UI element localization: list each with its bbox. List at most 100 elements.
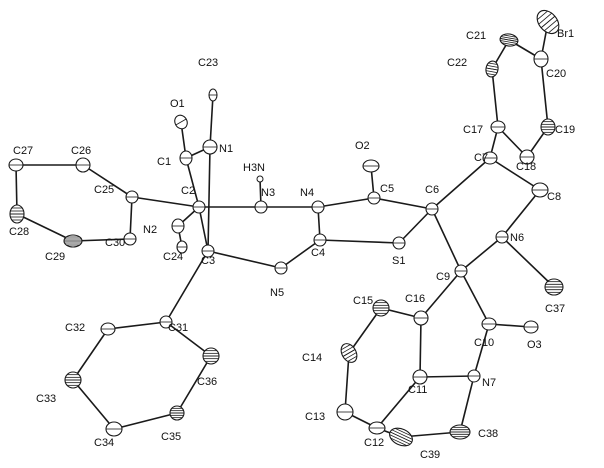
atom-c23 xyxy=(208,88,218,102)
atom-label-c19: C19 xyxy=(555,124,575,136)
atom-c9 xyxy=(454,264,468,278)
bond-c34-c35 xyxy=(113,412,178,430)
ellipsoid-hatch xyxy=(544,19,558,32)
atom-c21 xyxy=(499,33,519,47)
ellipsoid-hatch xyxy=(340,344,351,351)
bond-c30-c25 xyxy=(129,196,133,240)
atom-c38 xyxy=(449,424,471,440)
atom-label-o1: O1 xyxy=(170,98,185,110)
ellipsoid-hatch xyxy=(486,73,496,76)
atom-c4 xyxy=(313,233,327,247)
atom-c37 xyxy=(544,278,564,296)
atom-label-c23: C23 xyxy=(198,57,218,69)
atom-c15 xyxy=(372,299,390,317)
atom-label-c29: C29 xyxy=(45,251,65,263)
atom-label-n4: N4 xyxy=(300,187,314,199)
atom-label-c9: C9 xyxy=(436,271,450,283)
atom-label-c16: C16 xyxy=(405,293,425,305)
bond-c6-c9 xyxy=(431,208,462,272)
atom-label-c22: C22 xyxy=(447,57,467,69)
bond-n7-c38 xyxy=(459,375,475,433)
atom-c12 xyxy=(368,421,386,435)
atom-o1 xyxy=(174,114,188,130)
atom-label-n1: N1 xyxy=(219,143,233,155)
atom-c1 xyxy=(179,150,193,166)
ellipsoid-hatch xyxy=(347,355,358,362)
bond-c31-c32 xyxy=(107,321,167,330)
atom-label-c17: C17 xyxy=(463,124,483,136)
ellipsoid-hatch xyxy=(389,431,413,443)
bond-c9-c16 xyxy=(420,270,462,319)
bond-c7-c6 xyxy=(431,157,491,210)
atom-label-c18: C18 xyxy=(516,161,536,173)
ellipsoid-hatch xyxy=(537,10,548,20)
atom-c11 xyxy=(412,369,428,385)
atom-label-c13: C13 xyxy=(305,411,325,423)
atom-label-br1: Br1 xyxy=(557,28,574,40)
bond-c28-c29 xyxy=(16,213,74,242)
atom-o2 xyxy=(362,159,380,173)
atom-label-c5: C5 xyxy=(380,183,394,195)
atom-label-n3: N3 xyxy=(261,187,275,199)
bond-c9-c10 xyxy=(460,270,490,325)
atom-label-n2: N2 xyxy=(143,224,157,236)
ellipsoid-hatch xyxy=(486,67,498,71)
atom-h3n xyxy=(256,175,264,183)
bond-c22-c17 xyxy=(491,68,499,128)
bond-c36-c31 xyxy=(165,321,212,357)
atom-c30 xyxy=(123,232,137,246)
atom-label-c6: C6 xyxy=(425,184,439,196)
ellipsoid-hatch xyxy=(540,15,556,29)
atom-label-n5: N5 xyxy=(270,287,284,299)
bond-n1-c23 xyxy=(209,94,214,148)
atom-n3 xyxy=(254,200,268,214)
atom-label-n6: N6 xyxy=(510,232,524,244)
atom-c8 xyxy=(531,182,549,198)
atom-n5 xyxy=(274,261,288,275)
atom-c33 xyxy=(64,371,82,389)
ellipsoid-axis xyxy=(175,118,187,126)
ellipsoid-hatch xyxy=(501,42,515,46)
atom-c36 xyxy=(202,347,220,365)
atom-c3 xyxy=(201,244,215,258)
bond-c11-c16 xyxy=(419,317,422,378)
atom-c28 xyxy=(9,204,25,224)
atom-c13 xyxy=(336,403,354,421)
atom-n6 xyxy=(495,230,509,244)
atom-c26 xyxy=(75,157,91,173)
atom-label-o3: O3 xyxy=(527,339,542,351)
atom-label-c2: C2 xyxy=(181,185,195,197)
ellipsoid-hatch xyxy=(548,24,559,34)
atom-n4 xyxy=(311,200,325,214)
atom-label-c11: C11 xyxy=(408,384,427,396)
bond-c8-n6 xyxy=(501,189,541,238)
atom-s1 xyxy=(392,236,406,250)
bond-c2-c1 xyxy=(185,157,200,208)
bond-c6-c5 xyxy=(373,197,433,210)
atom-label-c24: C24 xyxy=(163,251,183,263)
bond-n7-c11 xyxy=(419,375,475,378)
atom-label-c25: C25 xyxy=(94,184,114,196)
bond-c5-n4 xyxy=(317,197,375,208)
atom-c7 xyxy=(482,151,498,165)
atom-label-c26: C26 xyxy=(71,145,91,157)
atom-c24 xyxy=(176,240,188,254)
bond-c10-n7 xyxy=(473,323,490,377)
bond-c4-s1 xyxy=(319,239,400,244)
bond-c7-c8 xyxy=(489,157,541,191)
atom-c34 xyxy=(105,421,123,437)
atom-label-c8: C8 xyxy=(547,191,561,203)
atom-label-c10: C10 xyxy=(474,337,494,349)
ellipsoid-hatch xyxy=(500,38,518,42)
atom-c5 xyxy=(367,191,381,205)
atom-label-c31: C31 xyxy=(168,322,188,334)
atom-label-c38: C38 xyxy=(478,428,498,440)
ellipsoid-hatch xyxy=(342,349,356,357)
bond-c14-c13 xyxy=(344,352,350,413)
ellipsoid-hatch xyxy=(485,70,498,74)
atom-c35 xyxy=(169,405,185,421)
atom-label-c27: C27 xyxy=(13,145,33,157)
ellipsoid-hatch xyxy=(500,36,518,40)
